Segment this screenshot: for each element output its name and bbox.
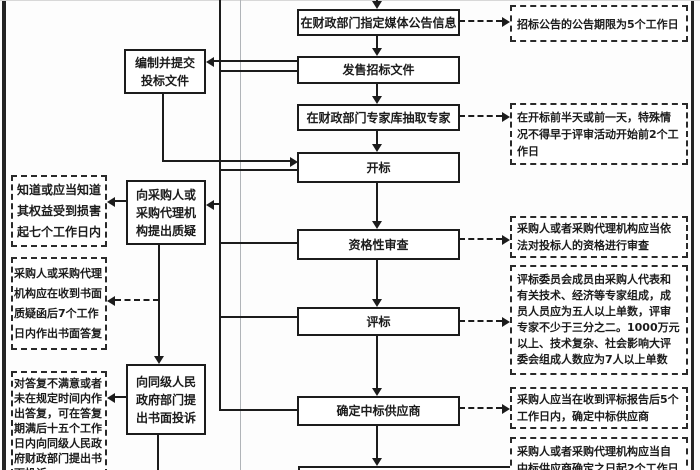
note-text: 采购人或者采购代理机构应当依法对投标人的资格进行审查 bbox=[517, 222, 671, 252]
dashed-connector bbox=[459, 115, 502, 117]
side-box-label: 向同级人民政府部门提出书面投诉 bbox=[136, 374, 197, 425]
arrow-down-icon bbox=[372, 299, 382, 307]
connector-line bbox=[220, 169, 298, 171]
note-expert-draw-timing: 在开标前半天或前一天，特殊情况不得早于评审活动开始前2个工作日 bbox=[510, 103, 688, 165]
arrow-left-icon bbox=[107, 393, 115, 403]
arrow-right-icon bbox=[290, 157, 298, 167]
left-frame-line bbox=[2, 0, 6, 470]
note-query-time-limit: 知道或应当知道其权益受到损害起七个工作日内 bbox=[11, 175, 107, 247]
arrow-left-icon bbox=[107, 296, 115, 306]
dashed-connector bbox=[459, 238, 502, 240]
lane-guide-line bbox=[240, 0, 241, 470]
note-winner-determination-deadline: 采购人应当在收到评标报告后5个工作日内，确定中标供应商 bbox=[510, 387, 688, 429]
flow-box-label: 开标 bbox=[366, 160, 391, 175]
arrow-down-icon bbox=[154, 356, 164, 364]
dashed-connector bbox=[115, 299, 159, 301]
flow-box-bid-evaluation: 评标 bbox=[297, 307, 460, 336]
note-announcement-period: 招标公告的公告期限为5个工作日 bbox=[510, 5, 688, 42]
connector-line bbox=[376, 426, 378, 458]
arrow-down-icon bbox=[372, 144, 382, 152]
note-written-reply-deadline: 采购人或采购代理机构应在收到书面质疑函后7个工作日内作出书面答复 bbox=[11, 257, 107, 350]
note-text: 采购人应当在收到评标报告后5个工作日内，确定中标供应商 bbox=[517, 393, 679, 423]
arrow-down-icon bbox=[372, 221, 382, 229]
note-text: 招标公告的公告期限为5个工作日 bbox=[517, 17, 679, 31]
note-text: 对答复不满意或者未在规定时间内作出答复，可在答复期满后十五个工作日内向同级人民政… bbox=[14, 377, 102, 470]
flow-box-sell-documents: 发售招标文件 bbox=[297, 56, 460, 84]
connector-line bbox=[376, 131, 378, 144]
note-text: 知道或应当知道其权益受到损害起七个工作日内 bbox=[16, 182, 101, 239]
note-award-notice-deadline: 采购人或者采购代理机构应当自中标供应商确定之日起2个工作日内, bbox=[510, 437, 688, 470]
flow-box-draw-experts: 在财政部门专家库抽取专家 bbox=[297, 104, 460, 131]
side-box-label: 编制并提交投标文件 bbox=[135, 55, 196, 88]
connector-line bbox=[157, 435, 159, 470]
dashed-connector bbox=[115, 396, 126, 398]
note-complaint-deadline: 对答复不满意或者未在规定时间内作出答复，可在答复期满后十五个工作日内向同级人民政… bbox=[11, 371, 107, 470]
arrow-right-icon bbox=[502, 17, 510, 27]
arrow-right-icon bbox=[502, 317, 510, 327]
side-box-file-complaint: 向同级人民政府部门提出书面投诉 bbox=[126, 364, 206, 435]
flow-box-bid-opening: 开标 bbox=[297, 152, 460, 183]
right-frame-line bbox=[691, 0, 694, 470]
flow-box-label: 在财政部门专家库抽取专家 bbox=[306, 110, 451, 125]
arrow-right-icon bbox=[502, 112, 510, 122]
note-evaluation-committee-rule: 评标委员会成员由采购人代表和有关技术、经济等专家组成，成员人员应为五人以上单数，… bbox=[510, 265, 688, 375]
dashed-connector bbox=[459, 320, 502, 322]
arrow-down-icon bbox=[372, 96, 382, 104]
connector-line bbox=[220, 409, 298, 411]
arrow-down-icon bbox=[372, 458, 382, 466]
note-text: 在开标前半天或前一天，特殊情况不得早于评审活动开始前2个工作日 bbox=[517, 110, 679, 158]
note-text: 采购人或者采购代理机构应当自中标供应商确定之日起2个工作日内, bbox=[517, 445, 679, 470]
note-text: 采购人或采购代理机构应在收到书面质疑函后7个工作日内作出书面答复 bbox=[14, 266, 102, 340]
connector-line bbox=[376, 83, 378, 96]
top-frame-line bbox=[0, 0, 700, 1]
arrow-down-icon bbox=[372, 48, 382, 56]
dashed-connector bbox=[459, 20, 502, 22]
connector-line bbox=[158, 245, 160, 356]
connector-line bbox=[376, 260, 378, 299]
connector-line bbox=[214, 203, 221, 205]
flow-box-label: 评标 bbox=[366, 314, 391, 329]
arrow-right-icon bbox=[502, 235, 510, 245]
arrow-left-icon bbox=[206, 57, 214, 67]
side-box-label: 向采购人或采购代理机构提出质疑 bbox=[136, 187, 197, 238]
side-box-prepare-submit-bid: 编制并提交投标文件 bbox=[124, 49, 206, 94]
flow-box-qualification-review: 资格性审查 bbox=[297, 229, 460, 260]
arrow-left-icon bbox=[206, 200, 214, 210]
connector-line bbox=[214, 60, 298, 62]
connector-line bbox=[220, 70, 298, 72]
flow-box-label: 在财政部门指定媒体公告信息 bbox=[300, 15, 457, 30]
arrow-down-icon bbox=[372, 1, 382, 9]
side-box-raise-query: 向采购人或采购代理机构提出质疑 bbox=[126, 180, 206, 245]
arrow-down-icon bbox=[372, 388, 382, 396]
connector-line bbox=[220, 316, 298, 318]
flow-box-announce-media: 在财政部门指定媒体公告信息 bbox=[297, 9, 460, 36]
connector-line bbox=[376, 336, 378, 388]
note-qualification-review-rule: 采购人或者采购代理机构应当依法对投标人的资格进行审查 bbox=[510, 216, 688, 258]
connector-line bbox=[162, 160, 290, 162]
flow-box-label: 资格性审查 bbox=[348, 237, 409, 252]
connector-line bbox=[220, 242, 298, 244]
connector-line bbox=[162, 94, 164, 162]
flow-box-label: 发售招标文件 bbox=[342, 63, 415, 77]
dashed-connector bbox=[459, 407, 502, 409]
dashed-connector bbox=[115, 200, 126, 202]
arrow-right-icon bbox=[502, 404, 510, 414]
connector-line bbox=[376, 182, 378, 221]
note-text: 评标委员会成员由采购人代表和有关技术、经济等专家组成，成员人员应为五人以上单数，… bbox=[517, 273, 680, 366]
flow-box-determine-winner: 确定中标供应商 bbox=[297, 396, 460, 426]
connector-line bbox=[376, 35, 378, 48]
supplier-lane-line bbox=[219, 0, 221, 411]
flow-box-label: 确定中标供应商 bbox=[336, 404, 421, 418]
arrow-left-icon bbox=[107, 197, 115, 207]
